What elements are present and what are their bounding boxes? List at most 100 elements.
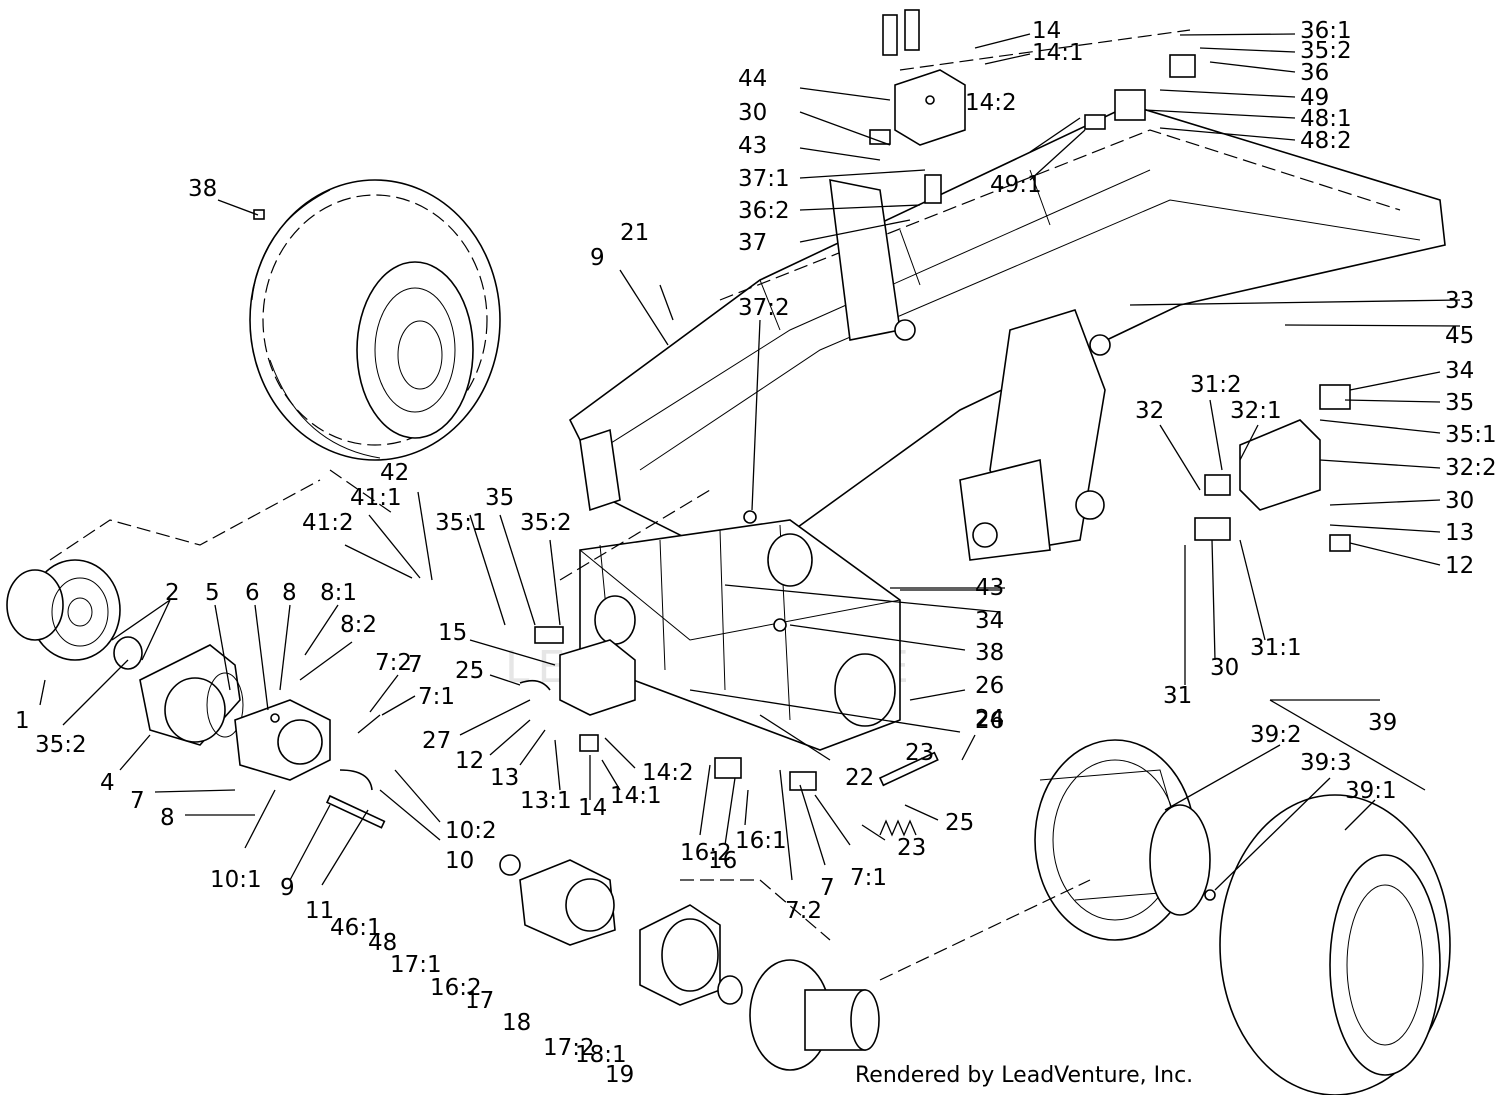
callout: 13 (490, 765, 519, 791)
valve-block-upper (869, 9, 966, 204)
callout: 21 (620, 220, 649, 246)
right-motor (639, 904, 743, 1006)
callout: 23 (897, 835, 926, 861)
callout: 14 (578, 795, 607, 821)
callout: 10:1 (210, 867, 262, 893)
left-wheel-hub (6, 559, 121, 661)
callout: 43 (975, 575, 1004, 601)
tire (1204, 794, 1451, 1095)
callout: 8:1 (320, 580, 357, 606)
callout-labels: 38 2 1 35:2 4 5 6 8 8:1 8:2 7:2 7 7:1 7 … (15, 18, 1497, 1088)
callout: 14:2 (642, 760, 694, 786)
callout: 39:3 (1300, 750, 1352, 776)
callout: 35:2 (1300, 38, 1352, 64)
callout: 39 (1368, 710, 1397, 736)
couplings-center (714, 751, 939, 837)
callout: 32:1 (1230, 398, 1282, 424)
callout: 8:2 (340, 612, 377, 638)
callout: 39:2 (1250, 722, 1302, 748)
callout: 36:2 (738, 198, 790, 224)
callout: 6 (245, 580, 260, 606)
callout: 7:2 (785, 898, 822, 924)
callout: 12 (1445, 553, 1474, 579)
callout: 7 (130, 788, 145, 814)
callout: 48:2 (1300, 128, 1352, 154)
callout: 32 (1135, 398, 1164, 424)
callout: 7:1 (850, 865, 887, 891)
callout: 35:1 (1445, 422, 1497, 448)
callout: 9 (280, 875, 295, 901)
callout: 46:1 (330, 915, 382, 941)
credit-text: Rendered by LeadVenture, Inc. (855, 1063, 1193, 1088)
callout: 12 (455, 748, 484, 774)
callout: 17 (465, 988, 494, 1014)
callout: 35:2 (520, 510, 572, 536)
callout: 22 (845, 765, 874, 791)
callout: 25 (945, 810, 974, 836)
callout: 34 (975, 608, 1004, 634)
valve-stem-icon (1204, 889, 1216, 901)
elbow-fittings-upper-right (1084, 54, 1196, 130)
left-pump (234, 699, 386, 829)
callout: 18:1 (575, 1042, 627, 1068)
callout: 4 (100, 770, 115, 796)
callout: 38 (188, 176, 217, 202)
callout: 45 (1445, 323, 1474, 349)
axle-housing (579, 510, 901, 751)
valve-block-right (1194, 384, 1351, 552)
callout: 30 (1210, 655, 1239, 681)
callout: 14:2 (965, 90, 1017, 116)
callout: 26 (975, 673, 1004, 699)
callout: 1 (15, 708, 30, 734)
callout: 30 (1445, 488, 1474, 514)
callout: 48:1 (1300, 106, 1352, 132)
callout: 35 (485, 485, 514, 511)
callout: 44 (738, 66, 767, 92)
callout: 37:2 (738, 295, 790, 321)
callout: 31 (1163, 683, 1192, 709)
callout: 14 (1032, 18, 1061, 44)
callout: 14:1 (610, 783, 662, 809)
callout: 16:2 (430, 975, 482, 1001)
callout: 10:2 (445, 818, 497, 844)
callout: 18 (502, 1010, 531, 1036)
callout: 48 (368, 930, 397, 956)
callout: 11 (305, 898, 334, 924)
callout: 41:1 (350, 485, 402, 511)
callout: 39:1 (1345, 778, 1397, 804)
callout: 35:1 (435, 510, 487, 536)
left-motor (139, 644, 244, 746)
callout: 31:1 (1250, 635, 1302, 661)
callout: 38 (975, 640, 1004, 666)
right-pump (499, 854, 616, 946)
callout: 7:2 (375, 650, 412, 676)
callout: 42 (380, 460, 409, 486)
callout: 10 (445, 848, 474, 874)
callout: 34 (1445, 358, 1474, 384)
callout: 7 (820, 875, 835, 901)
callout: 25 (455, 658, 484, 684)
callout: 13:1 (520, 788, 572, 814)
callout: 7 (408, 652, 423, 678)
callout: 19 (605, 1062, 634, 1088)
assembly-lines (49, 29, 1191, 981)
callout: 32:2 (1445, 455, 1497, 481)
callout: 35 (1445, 390, 1474, 416)
callout: 49:1 (990, 172, 1042, 198)
callout: 7:1 (418, 684, 455, 710)
lug-nut-icon (253, 209, 265, 220)
callout: 41:2 (302, 510, 354, 536)
callout: 35:2 (35, 732, 87, 758)
callout: 37:1 (738, 166, 790, 192)
callout: 14:1 (1032, 40, 1084, 66)
callout: 17:1 (390, 952, 442, 978)
callout: 15 (438, 620, 467, 646)
callout: 16:2 (680, 840, 732, 866)
callout: 24 (975, 706, 1004, 732)
callout: 37 (738, 230, 767, 256)
callout: 49 (1300, 85, 1329, 111)
callout: 31:2 (1190, 372, 1242, 398)
callout: 13 (1445, 520, 1474, 546)
wheel-rim (1034, 739, 1211, 941)
